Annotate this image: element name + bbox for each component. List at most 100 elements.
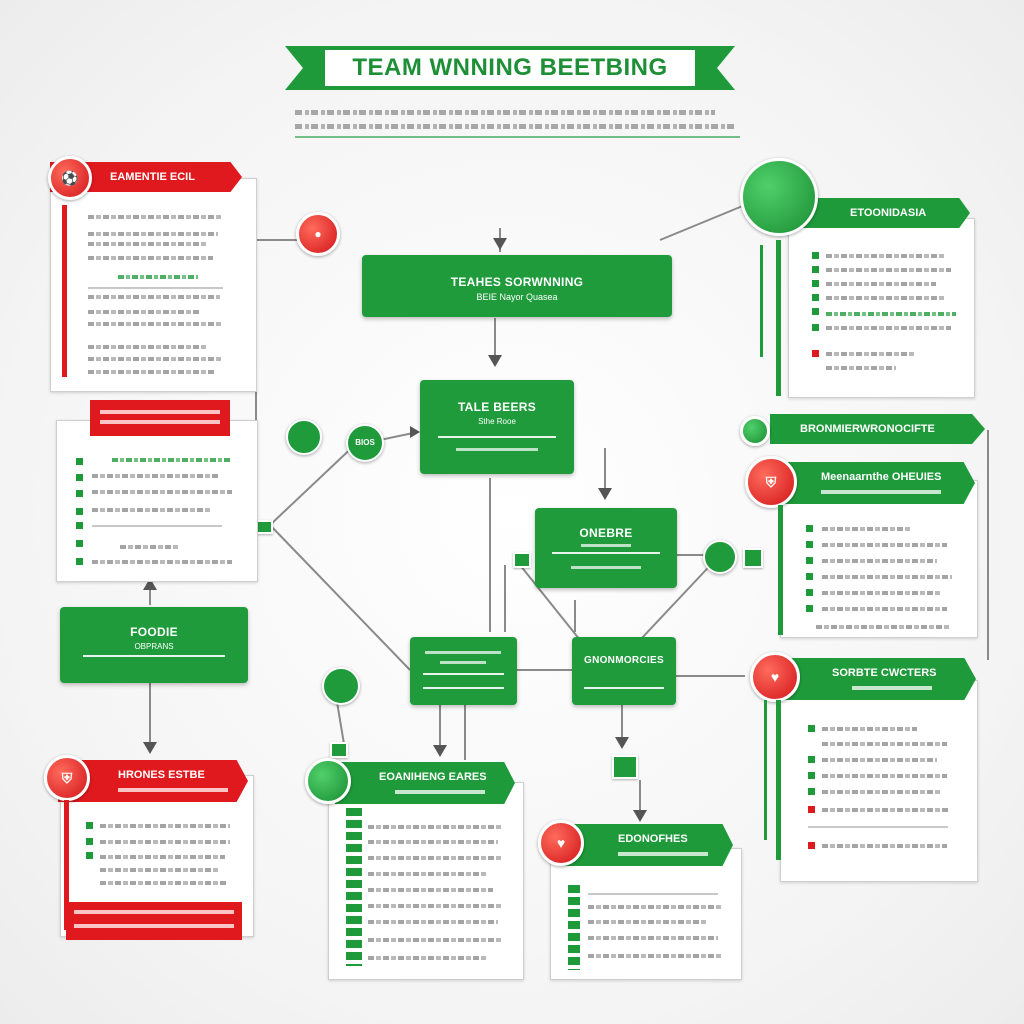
panel-right-mid-title: BRONMIERWRONOCIFTE (800, 423, 935, 435)
bullet (806, 557, 813, 564)
header-text-line (821, 490, 941, 494)
shield-icon: ⛨ (44, 755, 90, 801)
text-line (100, 824, 230, 828)
box-tale-beers[interactable]: TALE BEERS Sthe Rooe (420, 380, 574, 474)
bullet (812, 324, 819, 331)
bullet (808, 725, 815, 732)
text-line (816, 625, 951, 629)
text-line (822, 527, 912, 531)
box-tale-beers-text (456, 448, 538, 451)
node-bios[interactable]: BIOS (346, 424, 384, 462)
box-tale-beers-rule (438, 436, 556, 438)
panel-right-top-header: ETOONIDASIA (790, 198, 970, 228)
text-line-green (112, 458, 230, 462)
box-foodie-subtitle: OBPRANS (134, 642, 174, 651)
panel-right-mid2-title: Meenaarnthe OHEUIES (821, 471, 942, 483)
text-line-green (826, 312, 956, 316)
panel-left-mid-header (90, 400, 230, 436)
header-text-line (100, 420, 220, 424)
shield-glyph: ⛨ (765, 474, 777, 490)
page-title: TEAM WNNING BEETBING (352, 54, 668, 81)
node-square-5[interactable] (513, 552, 531, 568)
bullet (808, 772, 815, 779)
header-text-line (395, 790, 485, 794)
bullet-red (808, 806, 815, 813)
football-icon: ⚽ (48, 156, 92, 200)
text-line (822, 591, 942, 595)
box-left-small[interactable] (410, 637, 517, 705)
panel-left-mid (56, 420, 258, 582)
bullet (806, 605, 813, 612)
panel-right-bottom-header: SORBTE CWCTERS (782, 658, 976, 700)
box-onebre-text (581, 544, 631, 547)
red-marker-icon[interactable]: ● (296, 212, 340, 256)
box-main-strategy[interactable]: TEAHES SORWNNING BEIE Nayor Quasea (362, 255, 672, 317)
box-gnonmorcies[interactable]: GNONMORCIES (572, 637, 676, 705)
panel-right-bottom-stem (764, 700, 767, 840)
box-left-small-text-2 (440, 661, 486, 664)
node-bios-label: BIOS (355, 438, 375, 447)
node-square-2[interactable] (743, 548, 763, 568)
box-left-small-rule (422, 673, 505, 675)
box-tale-beers-subtitle: Sthe Rooe (478, 417, 516, 426)
node-square-1[interactable] (612, 755, 638, 779)
marker-glyph: ● (314, 227, 322, 241)
text-line (822, 607, 947, 611)
node-small-3[interactable] (703, 540, 737, 574)
header-text-line (618, 852, 708, 856)
box-onebre[interactable]: ONEBRE (535, 508, 677, 588)
panel-right-top-title: ETOONIDASIA (850, 207, 927, 219)
rule (808, 826, 948, 828)
heart-glyph: ♥ (770, 669, 780, 685)
text-line (100, 868, 220, 872)
intro-text-line-2 (295, 124, 735, 129)
text-line (822, 559, 937, 563)
text-line (822, 575, 952, 579)
bullet (812, 266, 819, 273)
node-small-1[interactable] (286, 419, 322, 455)
text-line (826, 296, 946, 300)
text-line (92, 508, 212, 512)
bullet (806, 589, 813, 596)
box-gnonmorcies-title: GNONMORCIES (584, 655, 664, 666)
panel-right-mid2-header: Meenaarnthe OHEUIES (785, 462, 975, 504)
box-foodie[interactable]: FOODIE OBPRANS (60, 607, 248, 683)
text-line (822, 543, 947, 547)
text-line (826, 366, 896, 370)
heart-shield-icon: ♥ (750, 652, 800, 702)
rule (88, 287, 223, 289)
text-line (88, 232, 218, 236)
panel-bottom-right (550, 848, 742, 980)
bullet (76, 558, 83, 565)
text-line (826, 282, 936, 286)
box-main-strategy-subtitle: BEIE Nayor Quasea (476, 292, 558, 302)
node-small-4[interactable] (322, 667, 360, 705)
text-line (822, 727, 917, 731)
text-line (368, 938, 503, 942)
text-line (368, 872, 488, 876)
text-line (88, 215, 223, 219)
panel-bottom-right-accent (568, 885, 580, 970)
bullet (812, 294, 819, 301)
box-onebre-rule (552, 552, 660, 554)
header-text-line (852, 686, 932, 690)
node-square-6[interactable] (330, 742, 348, 758)
text-line (588, 954, 723, 958)
text-line (822, 790, 942, 794)
bullet (86, 838, 93, 845)
text-line (100, 881, 228, 885)
bullet (806, 541, 813, 548)
green-shield-icon (305, 758, 351, 804)
panel-left-bottom-accent (64, 800, 69, 930)
bullet-red (812, 350, 819, 357)
text-line (588, 920, 708, 924)
text-line (368, 888, 493, 892)
text-line-green (118, 275, 198, 279)
intro-text-line-1 (295, 110, 715, 115)
bullet (808, 788, 815, 795)
panel-right-bottom-accent (776, 700, 781, 860)
title-banner: TEAM WNNING BEETBING (285, 46, 735, 90)
text-line (368, 904, 503, 908)
text-line (368, 956, 488, 960)
panel-right-top-stem (760, 245, 763, 357)
